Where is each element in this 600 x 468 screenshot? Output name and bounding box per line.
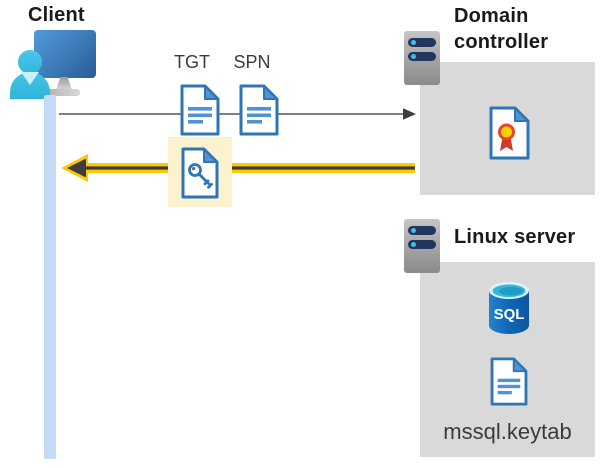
linux-server-title: Linux server [454,226,576,248]
monitor-stand-base [48,89,80,96]
server-bar [408,226,436,235]
spn-document-icon [239,84,279,136]
monitor-stand [56,77,72,90]
key-document-icon [181,147,219,199]
person-head-icon [18,50,42,74]
person-collar [21,72,39,85]
server-bar [408,240,436,249]
server-led-icon [411,242,416,247]
keytab-document-icon [490,357,528,406]
sql-database-icon: SQL [489,282,529,334]
domain-controller-title: Domain controller [454,5,549,53]
monitor-icon [34,30,96,78]
sql-icon-label: SQL [494,306,525,323]
keytab-file-label: mssql.keytab [443,419,572,444]
domain-controller-server-icon [404,31,440,85]
server-led-icon [411,228,416,233]
tgt-document-icon [180,84,220,136]
client-lifeline [44,95,56,459]
server-led-icon [411,40,416,45]
server-led-icon [411,54,416,59]
spn-label: SPN [233,52,271,72]
client-title: Client [28,4,85,26]
server-bar [408,52,436,61]
certificate-icon [489,106,530,160]
linux-server-icon [404,219,440,273]
response-arrow [61,154,415,182]
server-bar [408,38,436,47]
tgt-label: TGT [174,52,210,72]
client-computer-icon [10,28,110,100]
